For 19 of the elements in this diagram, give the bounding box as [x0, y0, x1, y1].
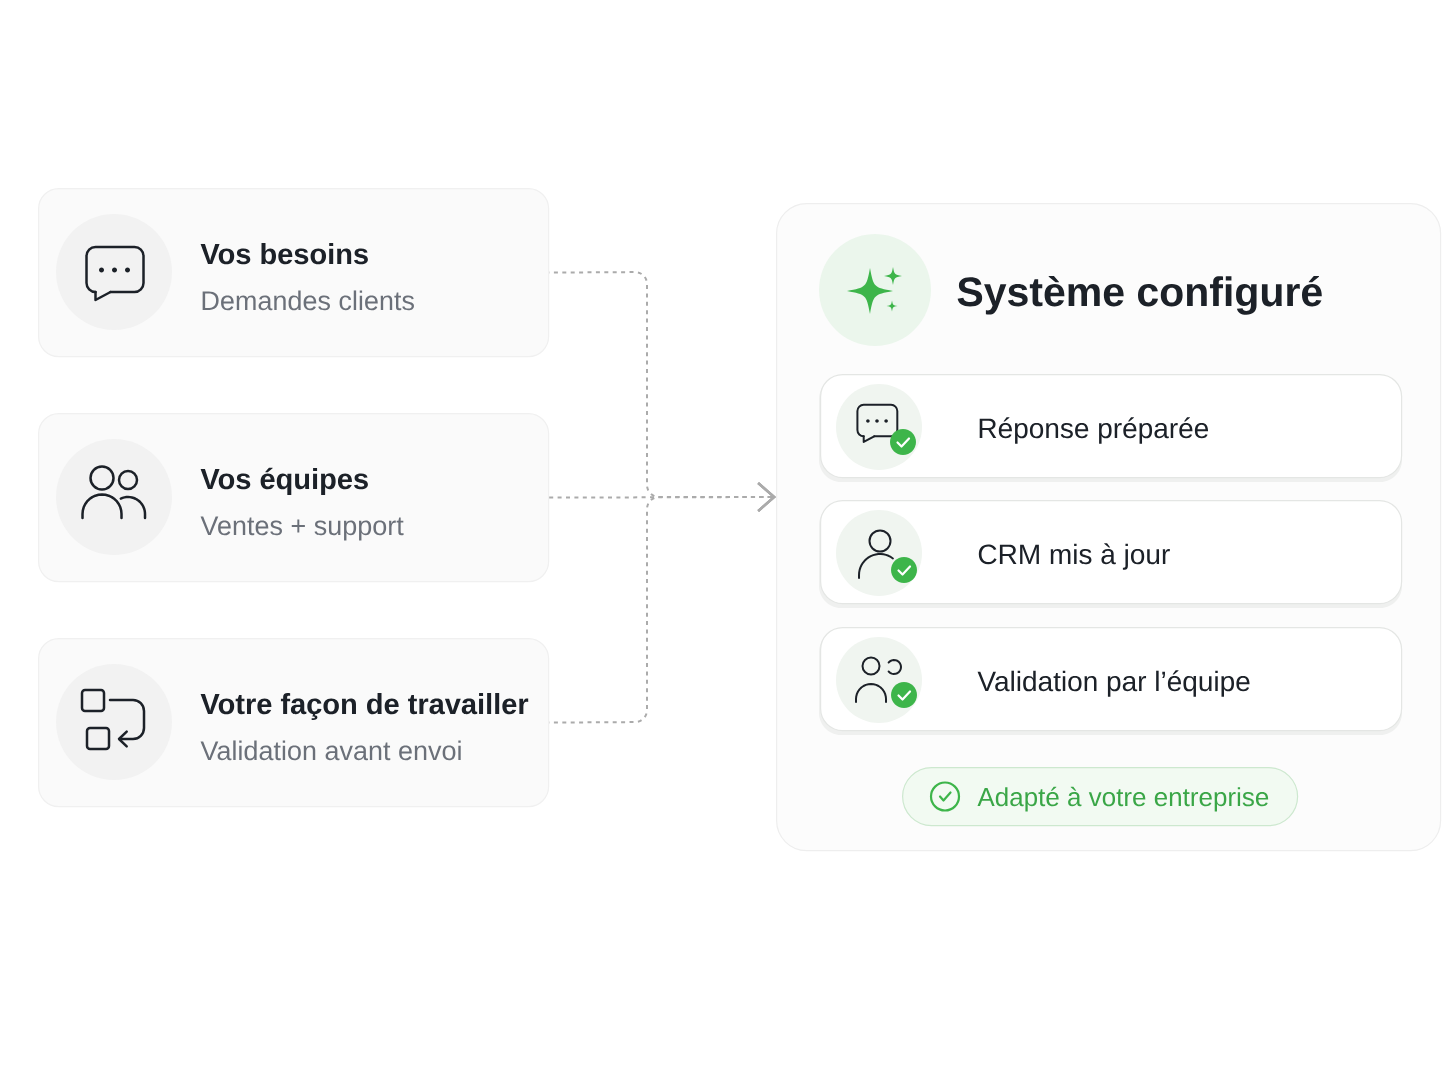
result-row	[819, 500, 1403, 608]
card-subtitle: Ventes + support	[200, 516, 404, 541]
card	[38, 413, 550, 583]
card-subtitle: Validation avant envoi	[200, 740, 461, 761]
item-label: Réponse préparée	[979, 417, 1209, 444]
card-title: Votre façon de travailler	[200, 693, 529, 720]
card-subtitle: Demandes clients	[202, 290, 414, 311]
item-label: CRM mis à jour	[978, 543, 1170, 570]
item-label: Validation par l’équipe	[977, 670, 1250, 697]
card-title: Vos équipes	[200, 467, 368, 495]
result-row	[819, 627, 1403, 735]
tag-pill	[902, 767, 1299, 827]
result-row	[819, 374, 1403, 482]
card	[38, 638, 550, 808]
panel-title: Système configuré	[957, 275, 1322, 315]
card-title: Vos besoins	[200, 243, 368, 265]
tag-text: Adapté à votre entreprise	[977, 786, 1269, 812]
connector-arrow	[548, 482, 776, 724]
card	[38, 188, 550, 358]
